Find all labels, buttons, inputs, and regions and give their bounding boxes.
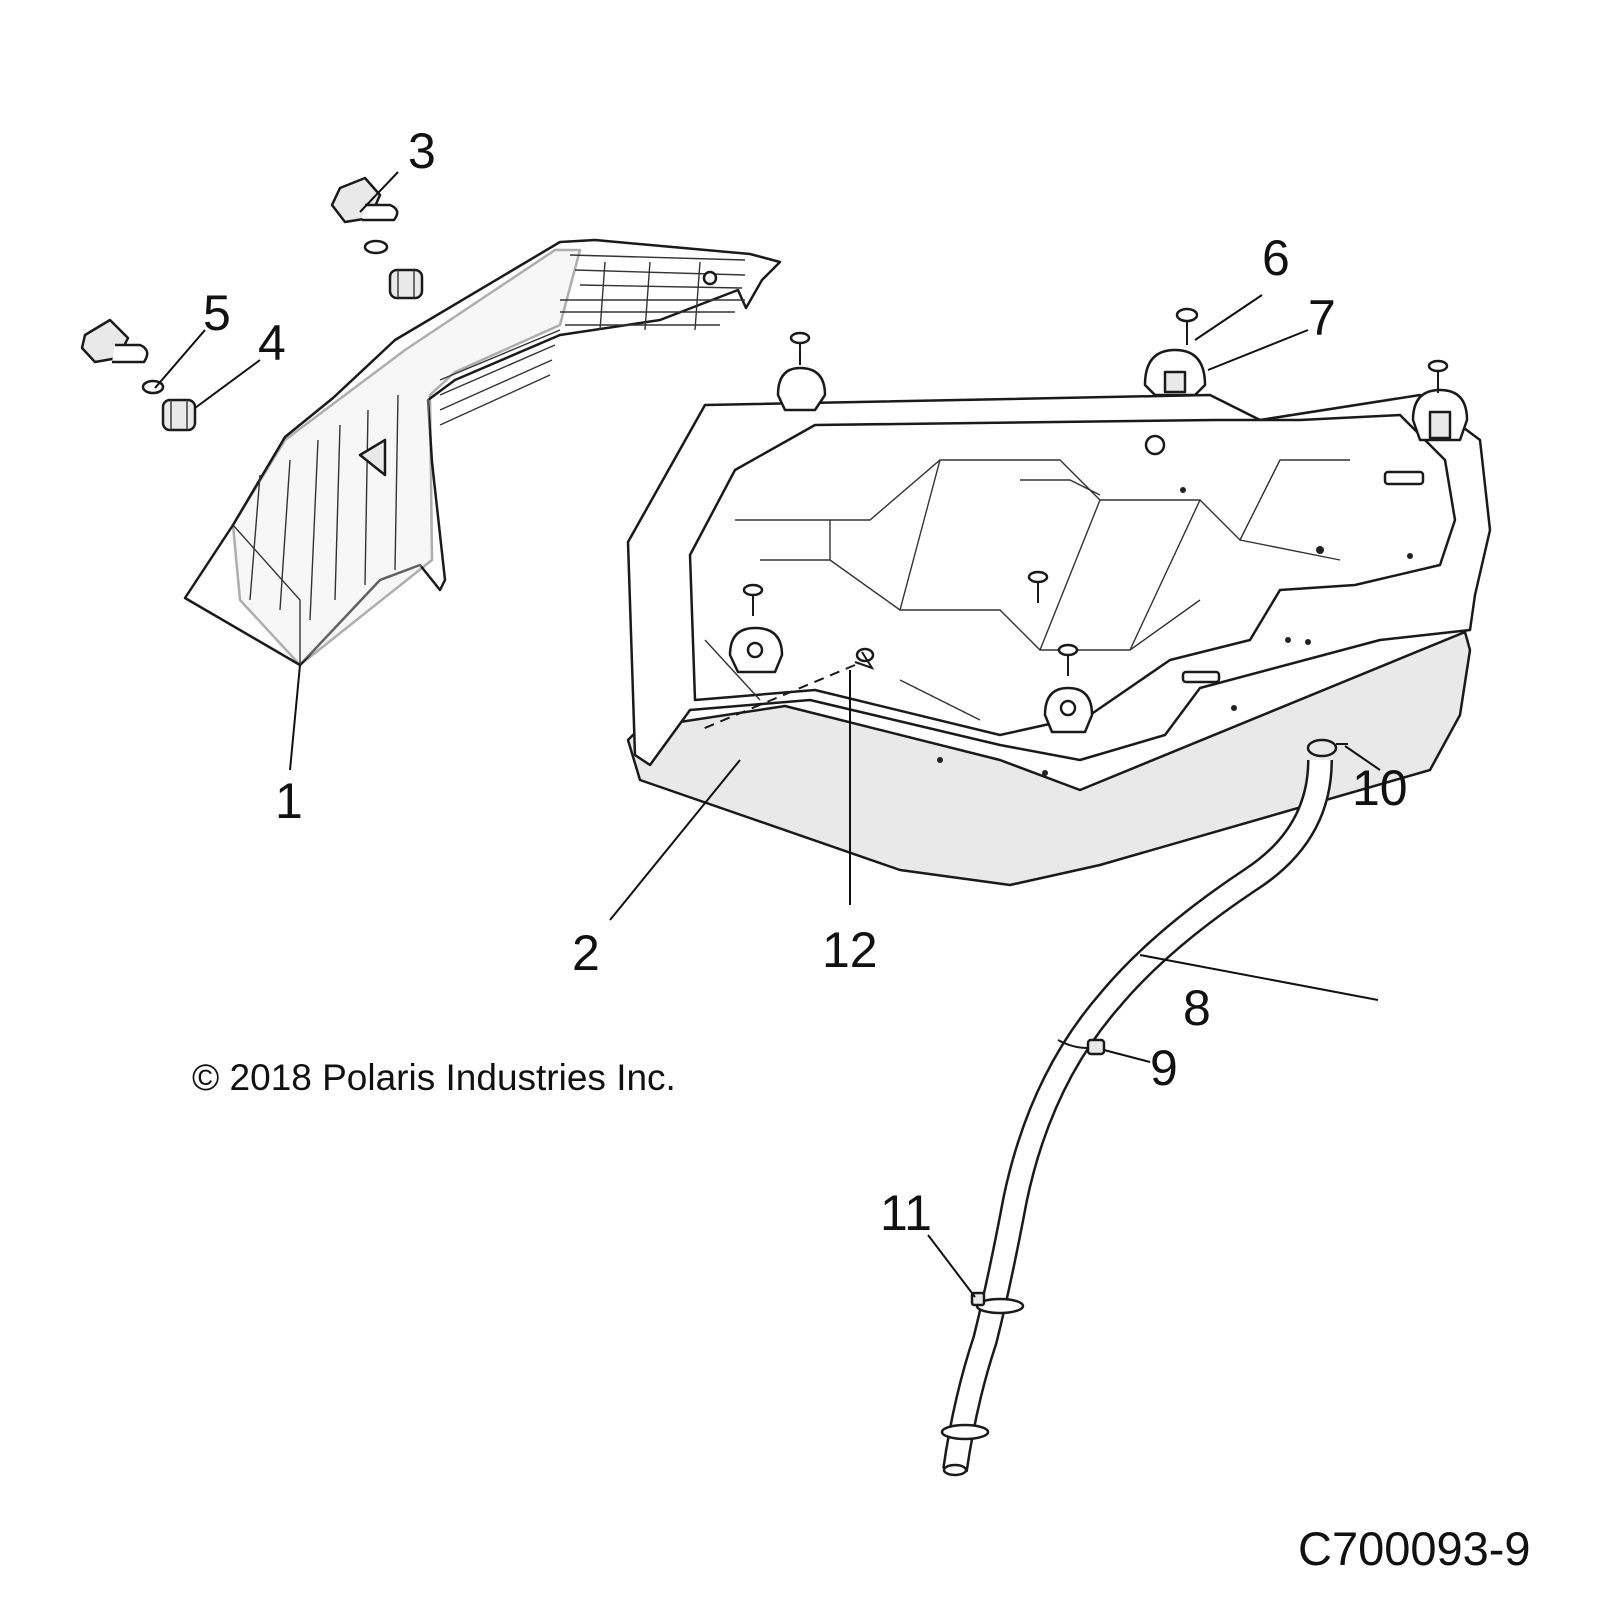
screw-floor-mid bbox=[1027, 570, 1049, 603]
callout-5: 5 bbox=[203, 285, 231, 341]
callout-1: 1 bbox=[275, 773, 303, 829]
callout-9: 9 bbox=[1150, 1040, 1178, 1096]
leader-lines bbox=[154, 171, 1381, 1298]
screw-right bbox=[1427, 359, 1449, 393]
callout-2: 2 bbox=[572, 925, 600, 981]
callout-10: 10 bbox=[1352, 760, 1408, 816]
tie-down-anchor-top bbox=[1143, 348, 1207, 397]
screw-part-6 bbox=[1175, 307, 1199, 345]
screw-floor-left bbox=[742, 583, 764, 616]
tie-down-anchor-center-floor bbox=[1043, 686, 1094, 734]
part-11-cable-tie-lower bbox=[940, 1423, 990, 1441]
copyright-notice: © 2018 Polaris Industries Inc. bbox=[192, 1057, 676, 1098]
part-8-drain-hose bbox=[942, 759, 1333, 1477]
callout-12: 12 bbox=[822, 922, 878, 978]
part-2-cargo-tub bbox=[626, 393, 1492, 887]
part-1-side-panel bbox=[183, 238, 782, 667]
tie-down-anchors bbox=[728, 307, 1469, 734]
screw-rear bbox=[789, 331, 811, 365]
callout-6: 6 bbox=[1262, 230, 1290, 286]
diagram-part-number: C700093-9 bbox=[1298, 1522, 1531, 1575]
nut-upper bbox=[388, 268, 424, 300]
callout-7: 7 bbox=[1308, 290, 1336, 346]
screw-floor-right bbox=[1057, 643, 1079, 676]
part-3-latch bbox=[330, 176, 424, 300]
callout-labels: 1 2 3 4 5 6 7 8 9 10 11 12 bbox=[203, 123, 1408, 1241]
callout-3: 3 bbox=[408, 123, 436, 179]
part-4-nut bbox=[161, 398, 197, 432]
tie-down-anchor-rear bbox=[776, 366, 827, 412]
part-12-push-rivet bbox=[699, 647, 875, 731]
part-5-latch bbox=[80, 318, 165, 395]
callout-8: 8 bbox=[1183, 980, 1211, 1036]
tie-down-anchor-left-floor bbox=[728, 626, 784, 674]
callout-11: 11 bbox=[880, 1185, 932, 1241]
tie-down-anchor-right bbox=[1411, 388, 1469, 442]
part-9-cable-tie bbox=[1057, 1038, 1106, 1056]
part-10-hose-clamp bbox=[1306, 738, 1348, 758]
callout-4: 4 bbox=[258, 315, 286, 371]
